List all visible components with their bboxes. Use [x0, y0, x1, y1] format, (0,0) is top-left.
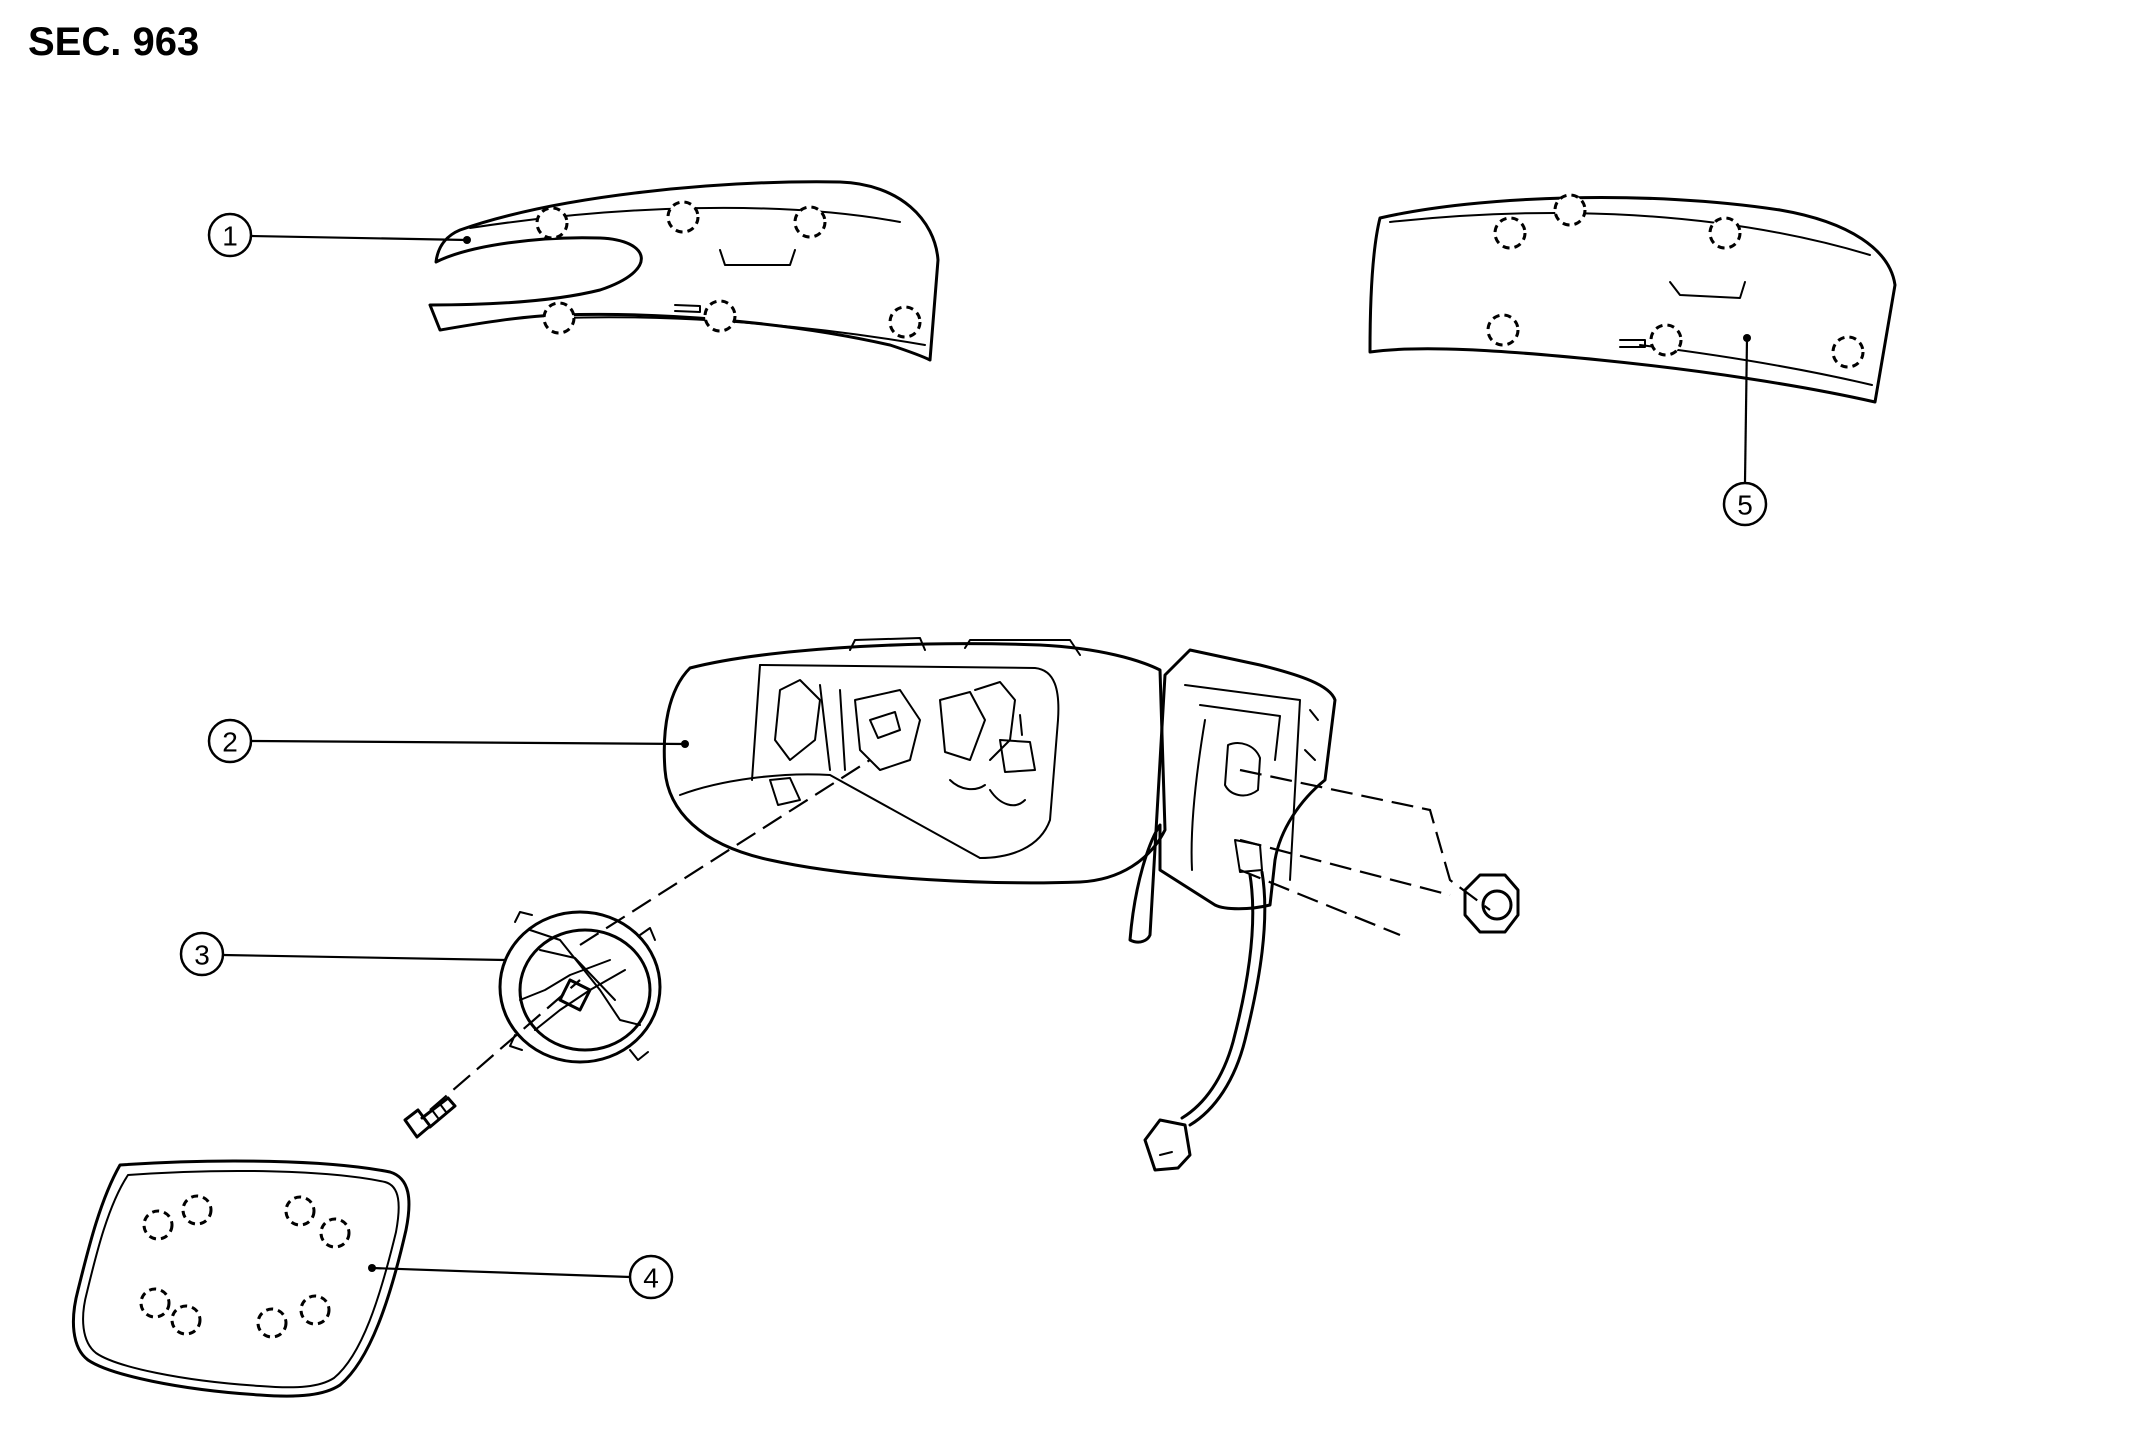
svg-text:1: 1: [222, 221, 238, 252]
part-5-mirror-cover-lower: [1368, 193, 1897, 404]
part-3-mirror-actuator: [498, 910, 662, 1064]
part-1-mirror-cover-upper: [428, 180, 940, 362]
mirror-mounting-base: [1128, 648, 1337, 1172]
svg-text:5: 5: [1737, 490, 1753, 521]
section-label: SEC. 963: [28, 20, 200, 64]
svg-text:2: 2: [222, 727, 238, 758]
mounting-nut: [1463, 873, 1520, 934]
callout-4: 4: [628, 1254, 674, 1300]
part-4-mirror-glass: [71, 1159, 411, 1398]
callout-2: 2: [207, 718, 253, 764]
leader-lines: [222, 234, 1751, 1279]
svg-text:4: 4: [643, 1263, 659, 1294]
actuator-screw: [403, 1096, 457, 1139]
svg-text:3: 3: [194, 940, 210, 971]
part-2-mirror-body: [662, 637, 1167, 885]
assembly-guide-lines: [429, 759, 1491, 1111]
callout-5: 5: [1722, 481, 1768, 527]
callout-3: 3: [179, 931, 225, 977]
callout-1: 1: [207, 212, 253, 258]
